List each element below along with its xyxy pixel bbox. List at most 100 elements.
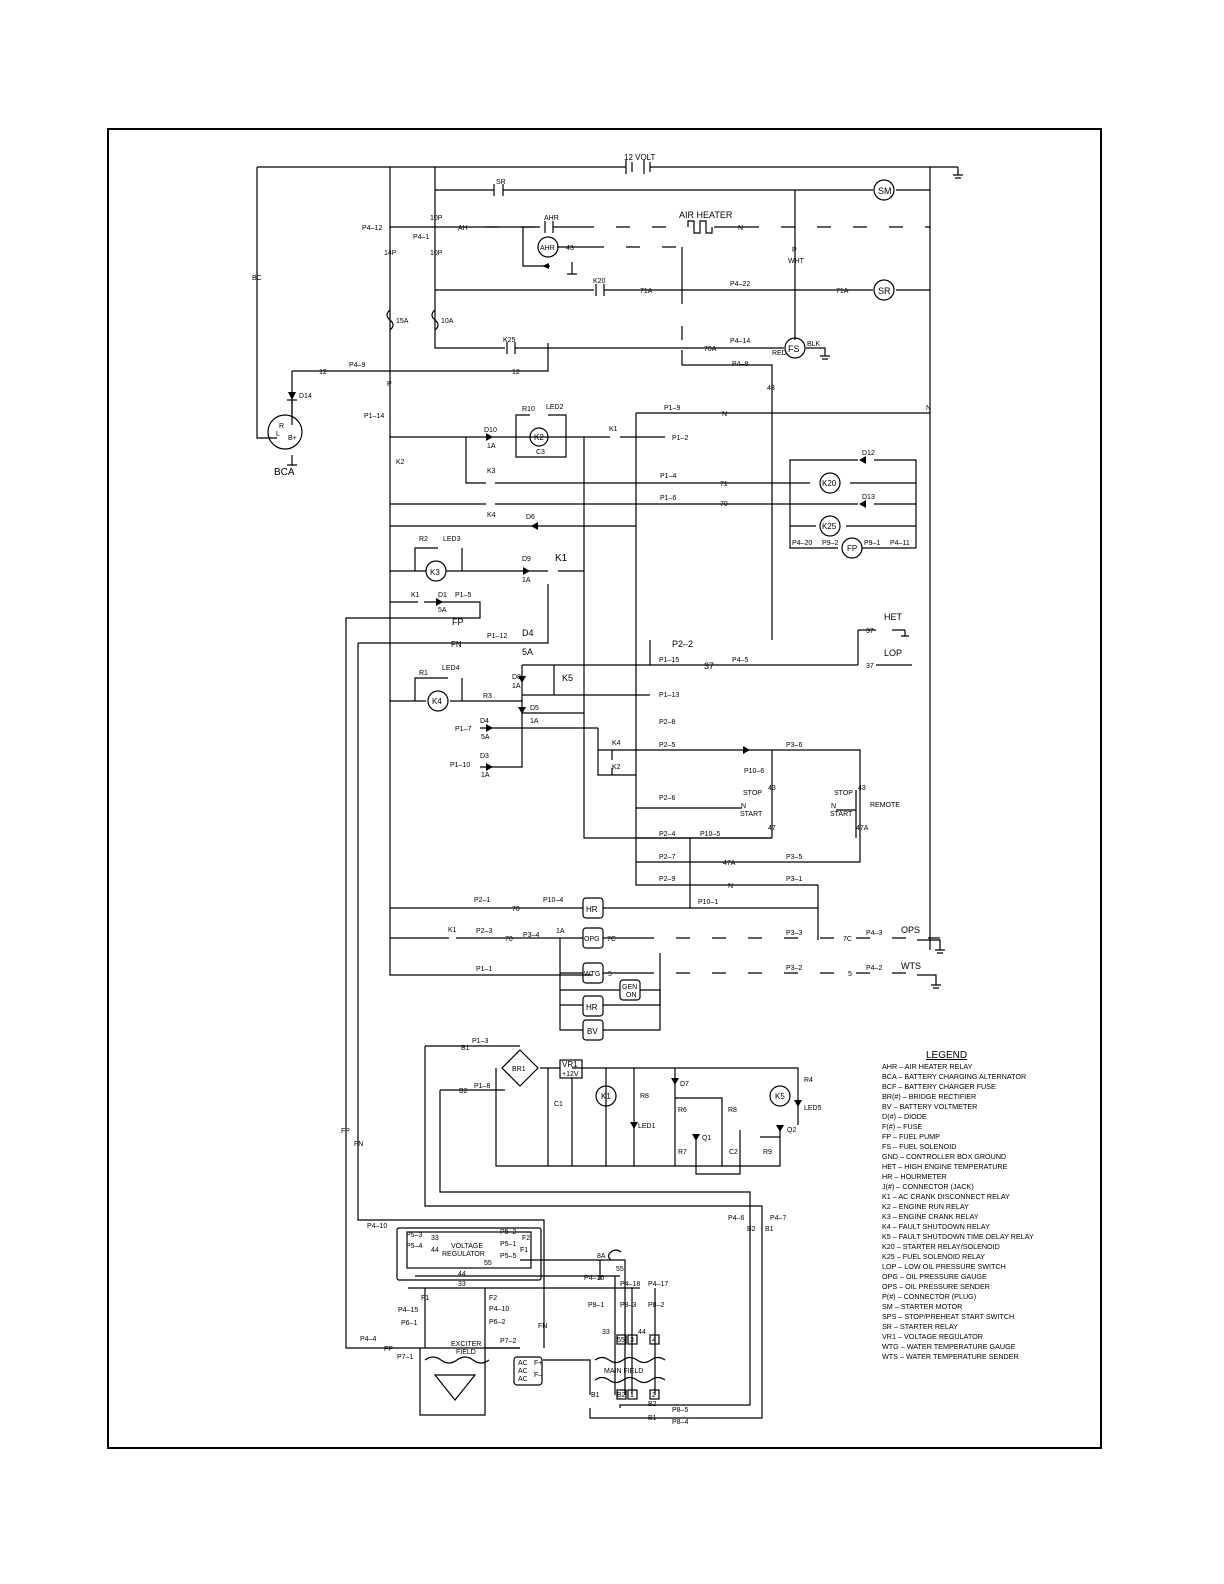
p4-12-label: P4–12 (362, 225, 382, 232)
k1-big-label: K1 (555, 553, 568, 564)
legend-item: OPS – OIL PRESSURE SENDER (882, 1282, 990, 1291)
fp-low-label: FP (384, 1346, 393, 1353)
p1-14-label: P1–14 (364, 413, 384, 420)
generator-wiring (396, 1227, 763, 1419)
bc-label: BC (252, 275, 262, 282)
p2-5-label: P2–5 (659, 742, 675, 749)
k4-contact-label: K4 (487, 512, 496, 519)
starter-relay-coil (873, 279, 895, 301)
w5-b-label: 5 (848, 971, 852, 978)
legend-item: SR – STARTER RELAY (882, 1322, 958, 1331)
p4-6-label: P4–6 (728, 1215, 744, 1222)
p3-2-label: P3–2 (786, 965, 802, 972)
f2-label: F2 (522, 1235, 530, 1242)
n-heater-label: N (738, 225, 743, 232)
p3-6-label: P3–6 (786, 742, 802, 749)
wts-label: WTS (901, 961, 921, 971)
legend-item: HR – HOURMETER (882, 1172, 947, 1181)
p1-4-label: P1–4 (660, 473, 676, 480)
71a-b-label: 71A (836, 288, 849, 295)
p1-12-label: P1–12 (487, 633, 507, 640)
p7-1-label: P7–1 (397, 1354, 413, 1361)
k20-coil (819, 472, 841, 494)
d12-label: D12 (862, 450, 875, 457)
r9-label: R9 (763, 1149, 772, 1156)
w43-b-label: 43 (858, 785, 866, 792)
led1-icon (630, 1122, 638, 1129)
blk-label: BLK (807, 341, 821, 348)
d4-label: D4 (480, 718, 489, 725)
p5-2-label: P5–2 (500, 1229, 516, 1236)
k5-coil (769, 1085, 791, 1107)
d8-1a-label: 1A (512, 683, 521, 690)
ahr-coil-label: AHR (540, 245, 555, 252)
hr-a-label: HR (586, 905, 598, 914)
legend-item: LOP – LOW OIL PRESSURE SWITCH (882, 1262, 1006, 1271)
w33-label: 33 (431, 1235, 439, 1242)
led4-label: LED4 (442, 665, 460, 672)
q1-label: Q1 (702, 1135, 711, 1142)
w37-mid-label: 37 (704, 661, 714, 671)
p2-3-label: P2–3 (476, 928, 492, 935)
legend-item: BR(#) – BRIDGE RECTIFIER (882, 1092, 976, 1101)
fn-vert-label: FN (354, 1141, 363, 1148)
k4-coil (427, 690, 449, 712)
f2-b-label: F2 (489, 1295, 497, 1302)
10p-a-label: 10P (430, 215, 443, 222)
legend-item: OPG – OIL PRESSURE GAUGE (882, 1272, 987, 1281)
p5-4-label: P5–4 (406, 1243, 422, 1250)
opg-label: OPG (584, 936, 600, 943)
w47-label: 47 (768, 825, 776, 832)
r7-label: R7 (678, 1149, 687, 1156)
d13-label: D13 (862, 494, 875, 501)
k2-label: K2 (534, 433, 544, 442)
p10-4-label: P10–4 (543, 897, 563, 904)
p5-3-label: P5–3 (406, 1232, 422, 1239)
led3-label: LED3 (443, 536, 461, 543)
bv-label: BV (587, 1027, 598, 1036)
p1-8-label: P1–8 (474, 1083, 490, 1090)
p4-16-label: P4–16 (584, 1275, 604, 1282)
d7-label: D7 (680, 1081, 689, 1088)
w37-lop-label: 37 (866, 663, 874, 670)
vreg-1-label: VOLTAGE (451, 1243, 483, 1250)
p4-11-label: P4–11 (890, 540, 910, 547)
15a-label: 15A (396, 318, 409, 325)
sm-label: SM (878, 186, 892, 196)
w7c-b-label: 7C (843, 936, 852, 943)
d4-5a-small-label: 5A (481, 734, 490, 741)
d8-label: D8 (512, 674, 521, 681)
start-a-label: START (740, 811, 763, 818)
f1-label: F1 (520, 1247, 528, 1254)
d3-1a-label: 1A (481, 772, 490, 779)
k25-contact-label: K25 (503, 337, 516, 344)
f1-b-label: F1 (421, 1295, 429, 1302)
rotating-rectifier (513, 1356, 543, 1386)
legend-item: SPS – STOP/PREHEAT START SWITCH (882, 1312, 1014, 1321)
p4-15-label: P4–15 (398, 1307, 418, 1314)
b1-low2-label: B1 (648, 1415, 657, 1422)
p4-5-label: P4–5 (732, 657, 748, 664)
k3-label: K3 (430, 568, 440, 577)
fn-label: FN (451, 640, 462, 649)
led5-icon (794, 1100, 802, 1107)
meter-boxes (582, 897, 641, 1041)
b1-r-label: B1 (765, 1226, 774, 1233)
gen-on-2-label: ON (626, 992, 637, 999)
w12-a-label: 12 (319, 369, 327, 376)
air-heater-label: AIR HEATER (679, 210, 733, 220)
legend-item: SM – STARTER MOTOR (882, 1302, 962, 1311)
w43-top-label: 43 (566, 245, 574, 252)
n-right-label: N (926, 405, 931, 412)
w1a-label: 1A (556, 928, 565, 935)
legend-title: LEGEND (926, 1050, 967, 1061)
board-wiring (424, 1045, 799, 1228)
bridge-rectifier (501, 1049, 539, 1087)
p4-17-label: P4–17 (648, 1281, 668, 1288)
legend-item: F(#) – FUSE (882, 1122, 923, 1131)
het-label: HET (884, 612, 903, 622)
legend-item: J(#) – CONNECTOR (JACK) (882, 1182, 974, 1191)
k1-contact-label: K1 (609, 426, 618, 433)
w47a-label: 47A (723, 860, 736, 867)
p4-18-label: P4–18 (620, 1281, 640, 1288)
